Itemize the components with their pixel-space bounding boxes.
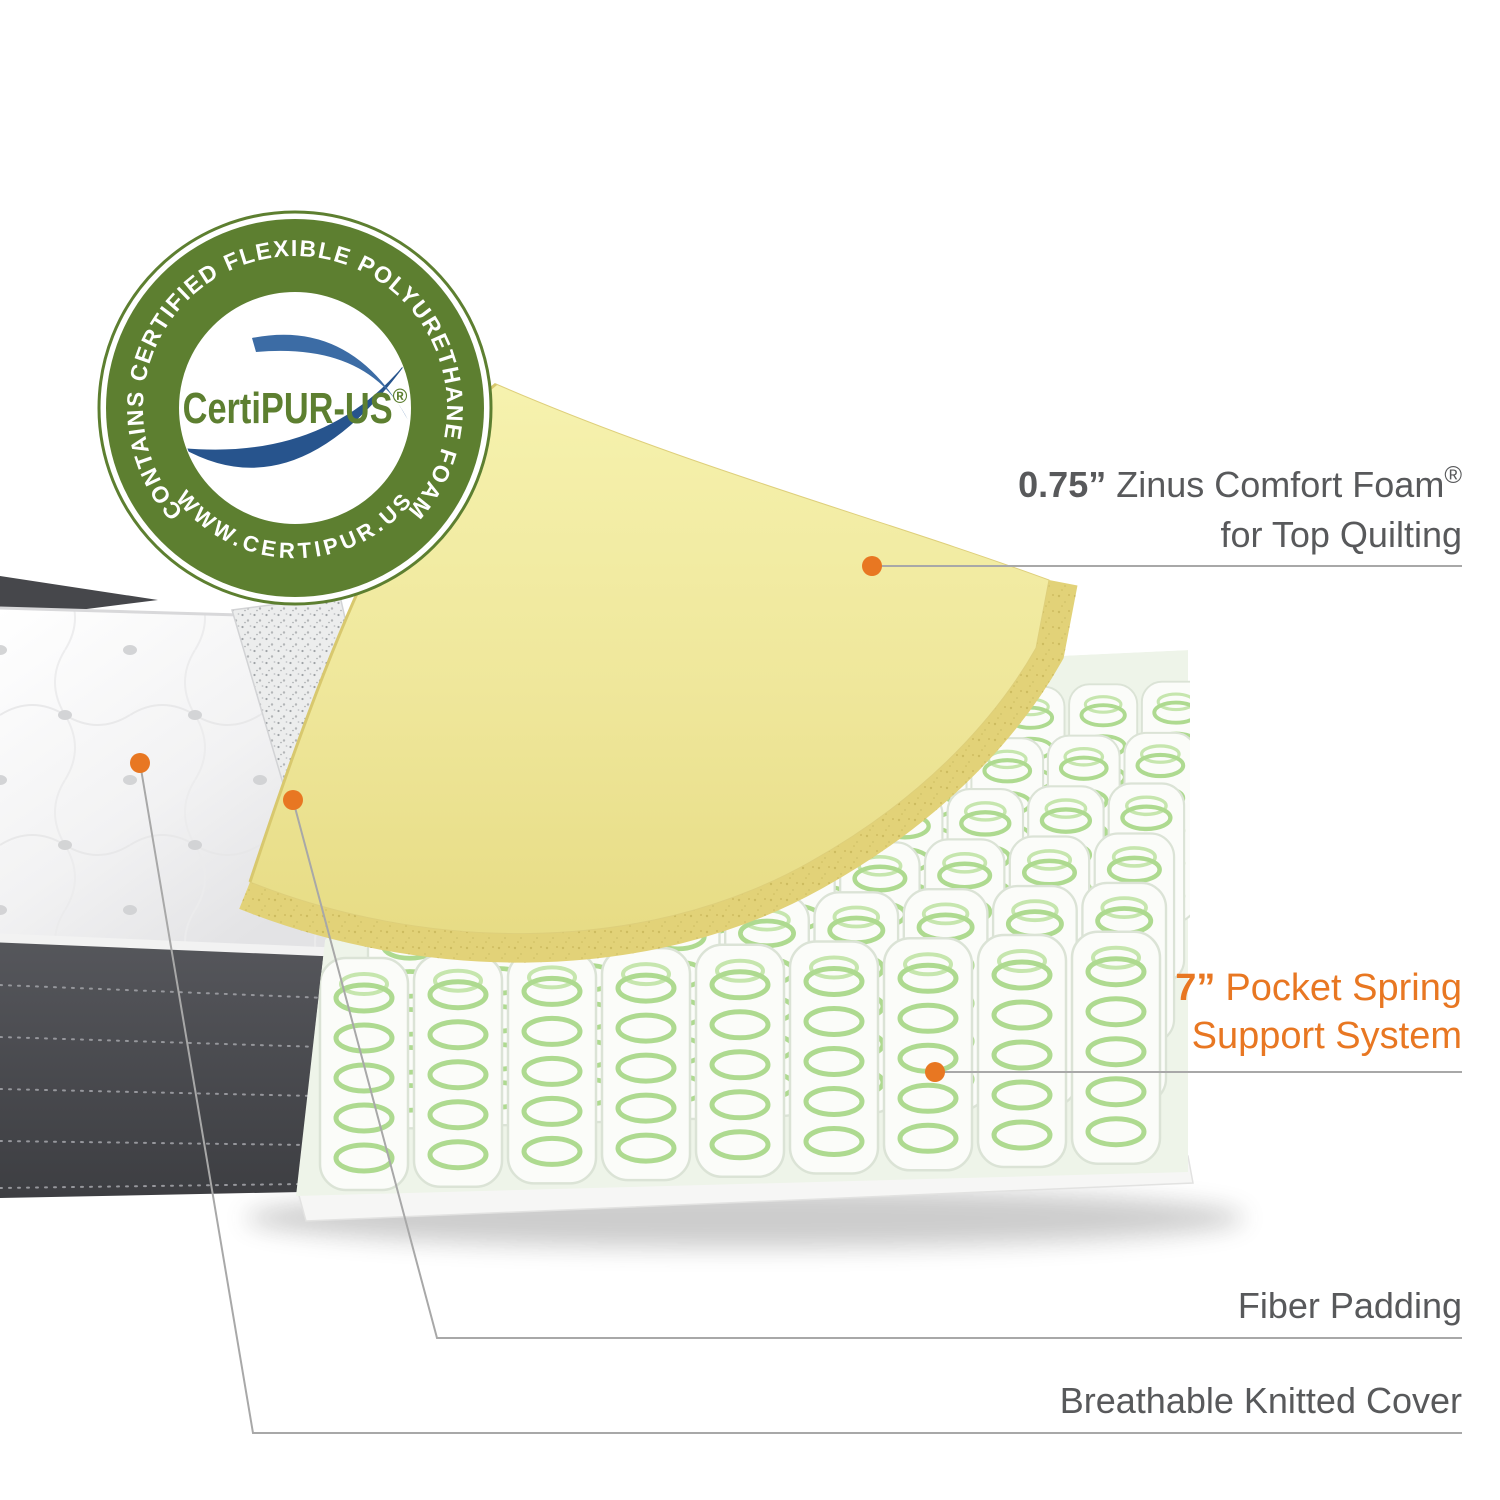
marker-dot-icon: [130, 753, 150, 773]
spring-coil: [790, 942, 878, 1174]
spring-coil: [508, 951, 596, 1183]
comfort-foam-label-line2: for Top Quilting: [1221, 514, 1462, 555]
marker-dot-icon: [283, 790, 303, 810]
swoosh-upper-icon: [252, 334, 408, 420]
annotation-comfort-foam: 0.75”Zinus Comfort Foam® for Top Quiltin…: [862, 462, 1462, 576]
pocket-spring-label-line2: Support System: [1192, 1015, 1462, 1057]
comfort-foam-label-line1: 0.75”Zinus Comfort Foam®: [1018, 462, 1462, 505]
fiber-padding-label: Fiber Padding: [1238, 1285, 1462, 1326]
marker-dot-icon: [862, 556, 882, 576]
spring-coil: [696, 945, 784, 1177]
badge-wordmark: CertiPUR-US®: [183, 384, 408, 433]
spring-coil: [602, 948, 690, 1180]
quilted-top-layer: [0, 606, 333, 948]
panel-stitch-lines: [0, 984, 328, 1189]
annotation-pocket-spring: 7”Pocket Spring Support System: [925, 967, 1462, 1082]
marker-dot-icon: [925, 1062, 945, 1082]
spring-coil: [978, 935, 1066, 1167]
leader-line: [139, 762, 1462, 1434]
pocket-spring-label-line1: 7”Pocket Spring: [1175, 967, 1462, 1009]
spring-coil: [1072, 932, 1160, 1164]
annotation-knitted-cover: Breathable Knitted Cover: [130, 753, 1462, 1434]
spring-coil: [414, 955, 502, 1187]
swoosh-lower-icon: [182, 355, 410, 468]
spring-coil: [320, 958, 408, 1190]
certipur-badge: CONTAINS CERTIFIED FLEXIBLE POLYURETHANE…: [97, 210, 493, 606]
leader-line: [292, 799, 1462, 1339]
knitted-cover-label: Breathable Knitted Cover: [1060, 1380, 1462, 1421]
spring-coil: [884, 938, 972, 1170]
piping-edge: [0, 933, 338, 957]
knitted-cover-panel: [0, 933, 338, 1198]
annotation-fiber-padding: Fiber Padding: [283, 790, 1462, 1339]
